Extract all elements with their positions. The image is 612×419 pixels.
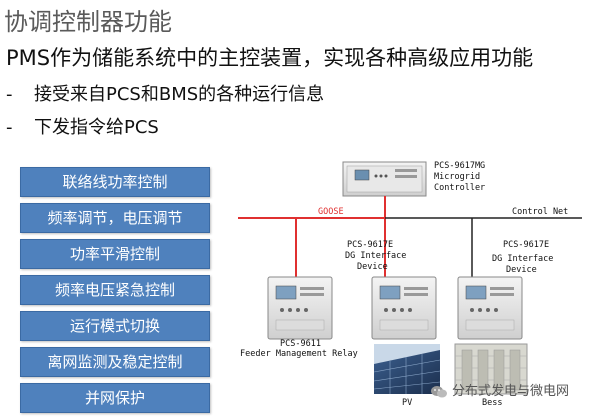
function-box: 频率调节，电压调节 — [20, 203, 210, 233]
controller-label-line: Controller — [434, 183, 485, 193]
feeder-relay-device — [267, 276, 333, 340]
bullet-item: -下发指令给PCS — [6, 116, 324, 149]
function-list: 联络线功率控制 频率调节，电压调节 功率平滑控制 频率电压紧急控制 运行模式切换… — [20, 167, 210, 419]
dg1-label-line: Device — [357, 262, 388, 272]
function-box: 功率平滑控制 — [20, 239, 210, 269]
dg-interface-device — [371, 276, 437, 340]
pv-panels-image — [373, 344, 441, 394]
goose-label: GOOSE — [318, 207, 344, 217]
dg1-label-line: PCS-9617E — [347, 240, 393, 250]
dg1-label-line: DG Interface — [345, 251, 406, 261]
bullet-item: -接受来自PCS和BMS的各种运行信息 — [6, 83, 324, 116]
feeder-label-line: Feeder Management Relay — [240, 349, 358, 359]
controller-label-line: Microgrid — [434, 172, 480, 182]
bullet-text: 接受来自PCS和BMS的各种运行信息 — [34, 84, 325, 105]
function-box: 频率电压紧急控制 — [20, 275, 210, 305]
microgrid-controller-device — [342, 161, 427, 197]
function-box: 离网监测及稳定控制 — [20, 347, 210, 377]
dg2-label-line: PCS-9617E — [503, 240, 549, 250]
bullet-dash: - — [6, 84, 13, 105]
page-subtitle: PMS作为储能系统中的主控装置，实现各种高级应用功能 — [6, 46, 534, 70]
feeder-label-line: PCS-9611 — [280, 339, 321, 349]
page-title: 协调控制器功能 — [4, 8, 172, 36]
watermark-text: 分布式发电与微电网 — [452, 384, 570, 399]
bess-container-image — [454, 343, 528, 395]
bullet-text: 下发指令给PCS — [34, 117, 159, 138]
bess-label: Bess — [482, 398, 502, 408]
wechat-icon — [431, 385, 447, 397]
bullet-list: -接受来自PCS和BMS的各种运行信息 -下发指令给PCS — [6, 83, 324, 149]
function-box: 运行模式切换 — [20, 311, 210, 341]
function-box: 联络线功率控制 — [20, 167, 210, 197]
dg2-label-line: Device — [506, 265, 537, 275]
watermark: 分布式发电与微电网 — [430, 380, 569, 399]
control-net-label: Control Net — [512, 207, 568, 217]
controller-label-line: PCS-9617MG — [434, 161, 485, 171]
function-box: 并网保护 — [20, 383, 210, 413]
dg2-label-line: DG Interface — [492, 254, 553, 264]
pv-label: PV — [402, 398, 412, 408]
dg-interface-device — [457, 276, 523, 340]
bullet-dash: - — [6, 117, 13, 138]
